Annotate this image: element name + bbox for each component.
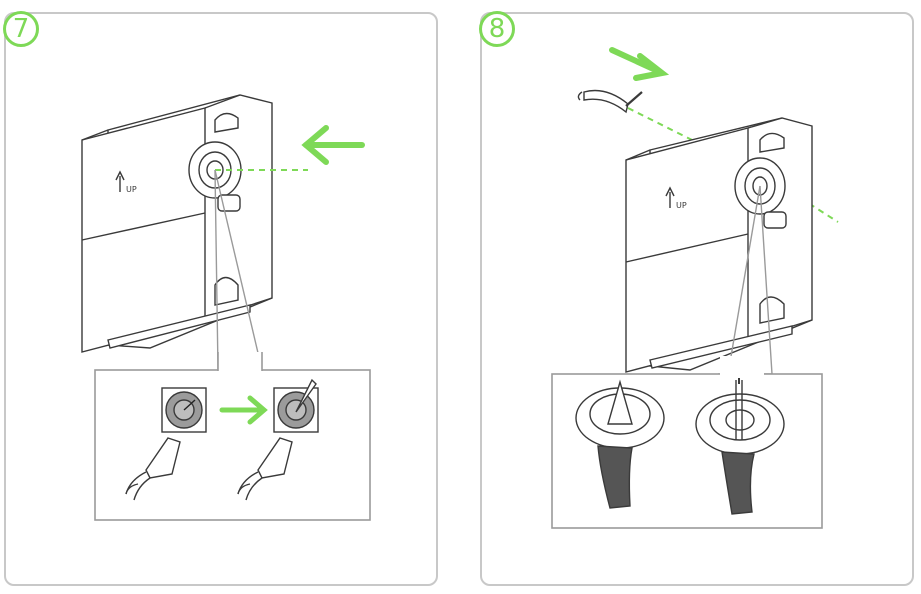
- wall-box-illustration: [81, 94, 273, 353]
- up-label: UP: [676, 201, 687, 210]
- wall-box-illustration: [625, 117, 813, 373]
- up-marker: [115, 170, 125, 192]
- step-number-badge: 7: [3, 11, 39, 47]
- up-label: UP: [126, 185, 137, 194]
- cable-left: [125, 437, 181, 501]
- detail-inset: [94, 369, 371, 521]
- cable-right: [237, 437, 293, 501]
- grommet-pierced: [273, 378, 319, 433]
- grommet-with-cable: [695, 378, 785, 515]
- arrow-right-icon: [219, 395, 268, 425]
- grommet-cone: [575, 379, 665, 509]
- incoming-cable: [577, 89, 643, 114]
- step-number-badge: 8: [479, 11, 515, 47]
- arrow-left-icon: [301, 125, 365, 165]
- arrow-diagonal-icon: [609, 47, 670, 81]
- grommet-closed: [161, 387, 207, 433]
- up-marker: [665, 186, 675, 208]
